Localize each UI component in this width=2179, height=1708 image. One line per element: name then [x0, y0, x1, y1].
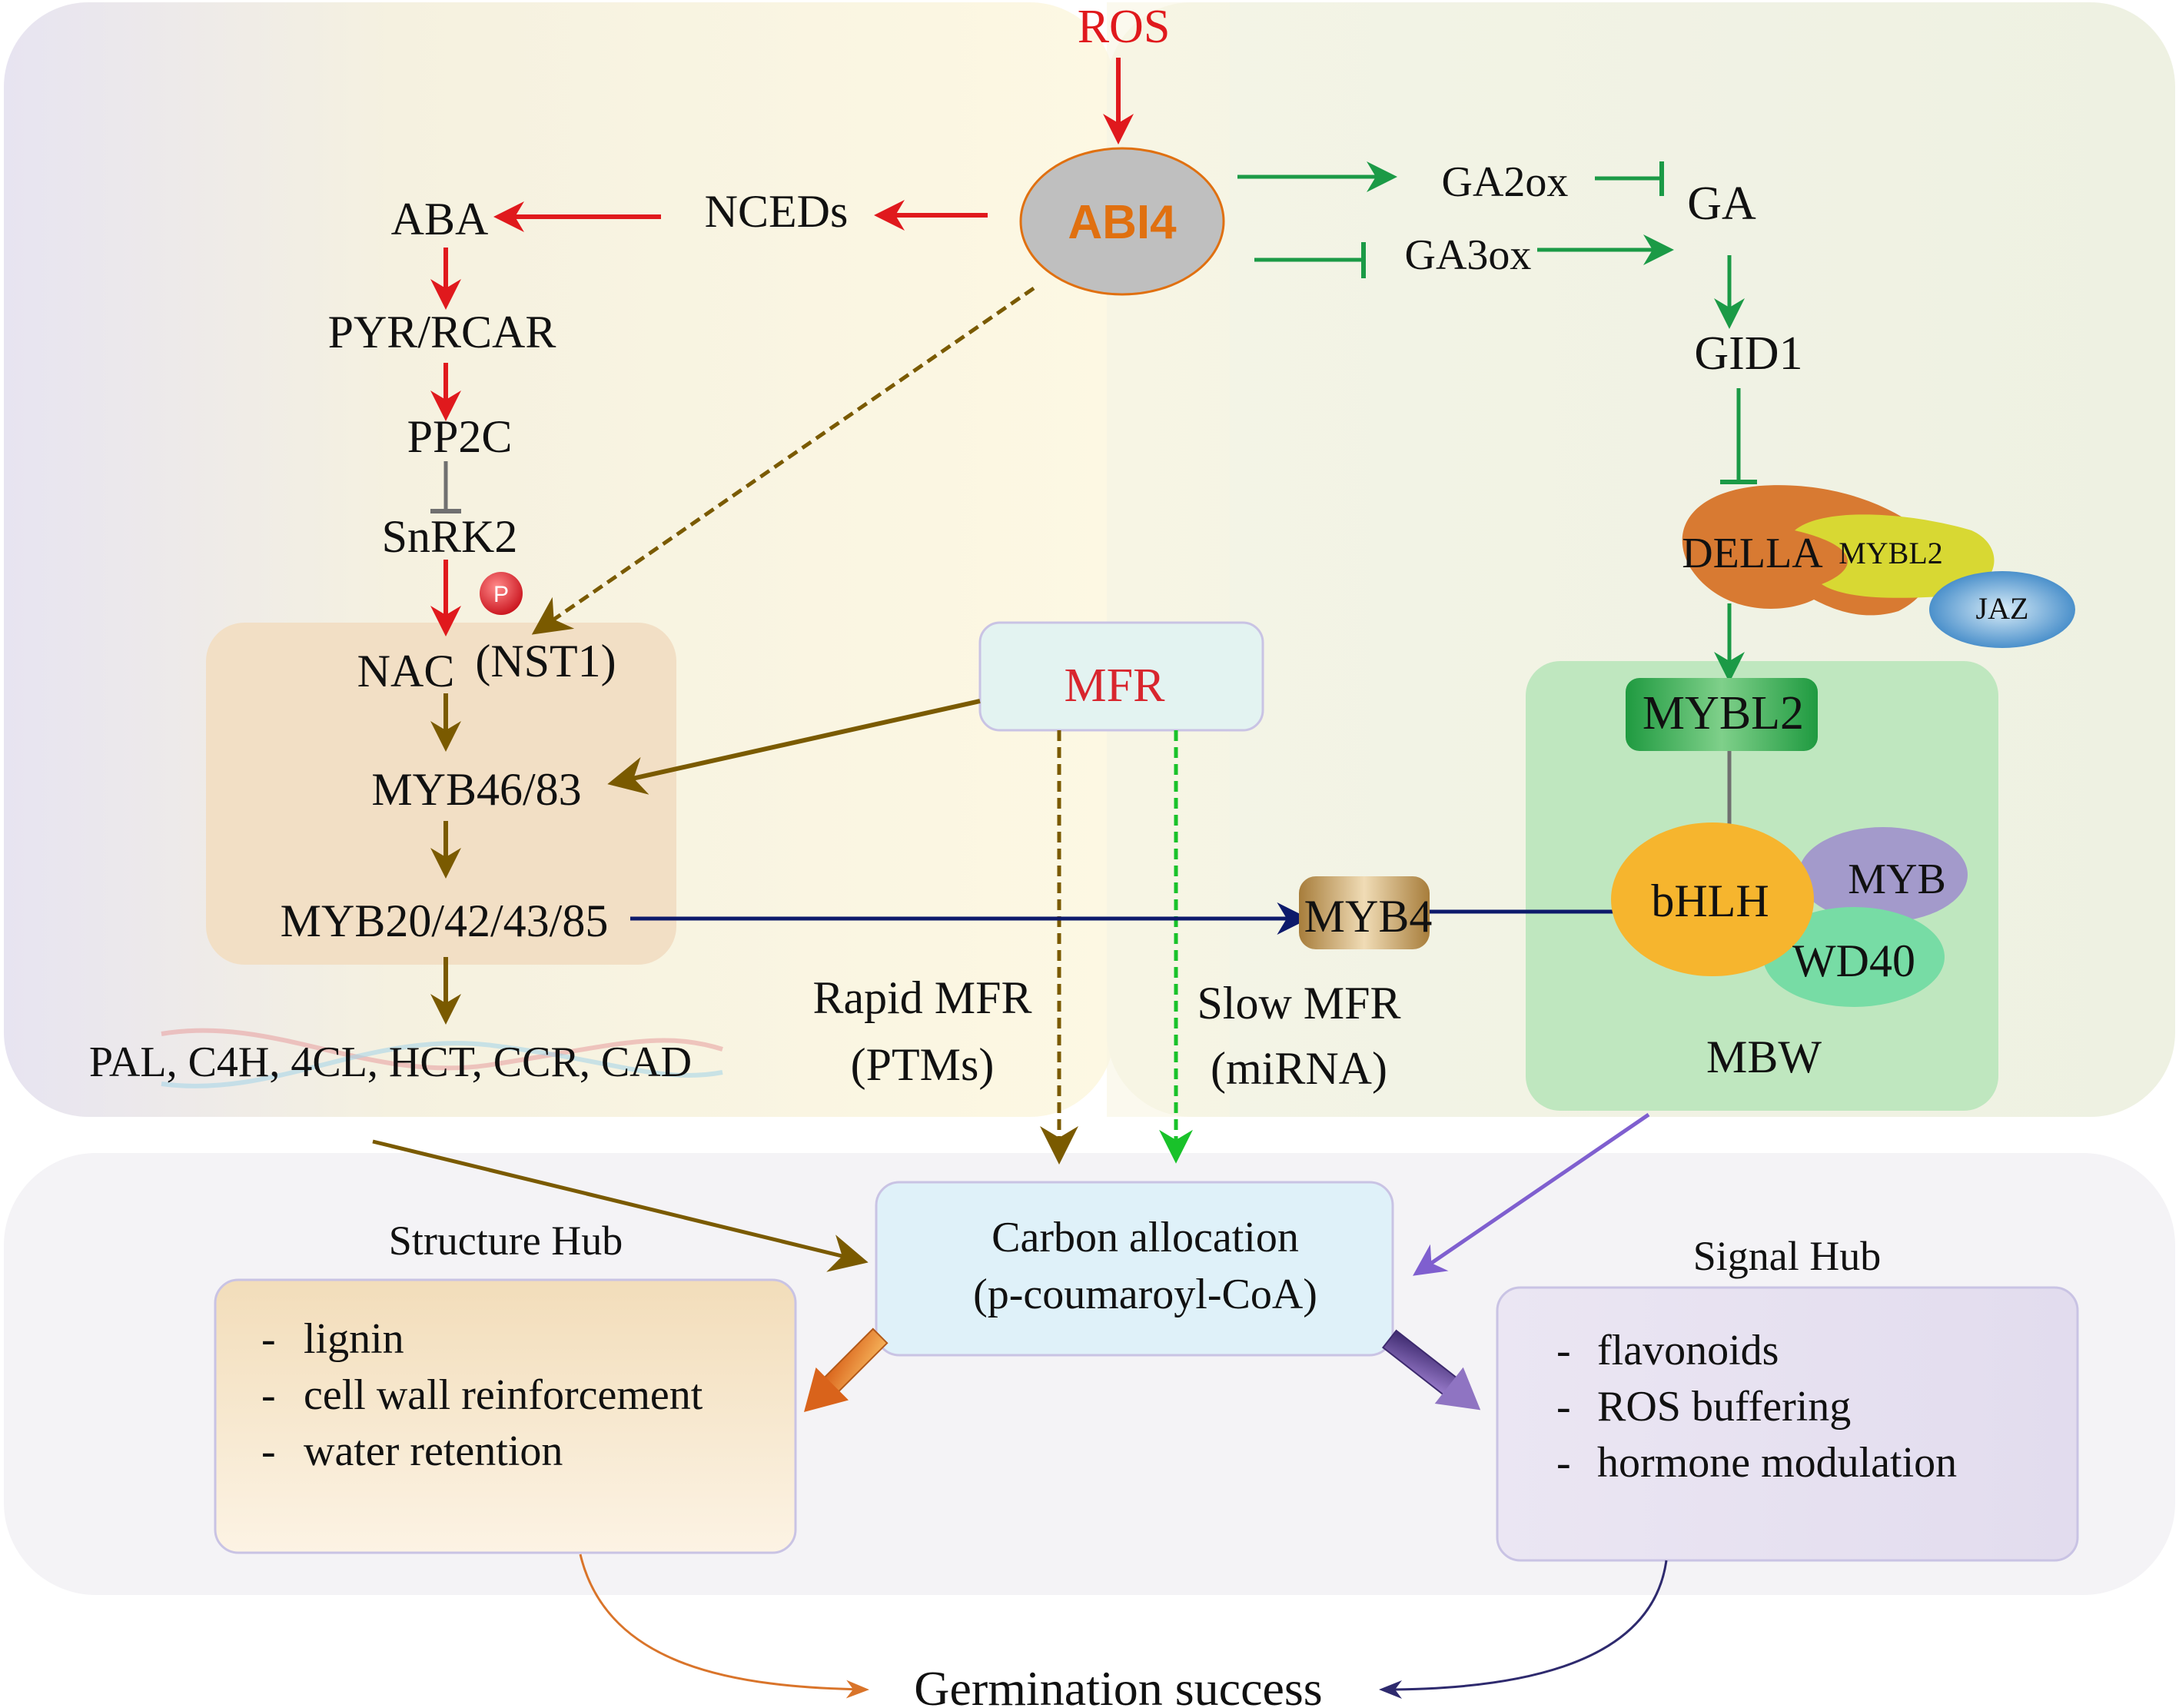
pyr-rcar-label: PYR/RCAR [328, 307, 556, 357]
carbon-to-signal-block-arrow [1381, 1329, 1481, 1411]
aba-label: ABA [391, 194, 489, 244]
mfr-to-myb46-arrow [607, 699, 981, 795]
nst1-label: (NST1) [475, 636, 616, 686]
nac-module-box [206, 623, 676, 965]
signal-item-1: flavonoids [1597, 1327, 1779, 1374]
carbon-line2: (p-coumaroyl-CoA) [973, 1271, 1317, 1318]
abi4-node[interactable] [1019, 147, 1225, 296]
ga3ox-label: GA3ox [1405, 231, 1532, 279]
signal-item-2: ROS buffering [1597, 1383, 1851, 1431]
signal-hub-box[interactable] [1496, 1286, 2079, 1562]
nac-label: NAC [357, 646, 455, 696]
myb-label: MYB [1848, 856, 1946, 903]
mybl2-small-label: MYBL2 [1839, 536, 1943, 570]
signal-item-3: hormone modulation [1597, 1439, 1957, 1487]
myb4-label: MYB4 [1304, 891, 1433, 942]
signal-bullet-2: - [1556, 1383, 1571, 1431]
signal-hub-title: Signal Hub [1693, 1233, 1882, 1279]
structure-to-germination-curve [579, 1553, 869, 1699]
germination-label: Germination success [914, 1661, 1322, 1708]
rapid-mfr-line2: (PTMs) [851, 1039, 995, 1090]
myb4-box[interactable] [1299, 876, 1430, 949]
abi4-label: ABI4 [1068, 196, 1177, 249]
structure-bullet-3: - [261, 1427, 276, 1475]
myb-shape[interactable] [1799, 827, 1968, 922]
mbw-label: MBW [1706, 1032, 1822, 1082]
structure-item-2: cell wall reinforcement [304, 1371, 703, 1419]
nceds-label: NCEDs [705, 186, 849, 237]
carbon-allocation-box[interactable] [875, 1181, 1394, 1357]
phospho-badge [480, 572, 523, 615]
signal-bullet-3: - [1556, 1439, 1571, 1487]
pp2c-label: PP2C [407, 411, 513, 462]
structure-item-1: lignin [304, 1315, 404, 1363]
ros-label: ROS [1078, 1, 1171, 53]
genes-to-carbon-arrow [372, 1139, 869, 1272]
signal-to-germination-curve [1379, 1560, 1668, 1699]
slow-mfr-line1: Slow MFR [1197, 978, 1400, 1028]
carbon-to-structure-block-arrow [804, 1328, 889, 1412]
genes-label: PAL, C4H, 4CL, HCT, CCR, CAD [89, 1038, 692, 1086]
structure-hub-title: Structure Hub [389, 1218, 623, 1264]
mfr-label: MFR [1065, 660, 1166, 712]
carbon-line1: Carbon allocation [992, 1214, 1299, 1261]
della-label: DELLA [1682, 530, 1823, 577]
slow-mfr-line2: (miRNA) [1211, 1043, 1387, 1094]
myb20-85-label: MYB20/42/43/85 [281, 896, 609, 946]
wd40-shape[interactable] [1763, 907, 1945, 1007]
mybl2-box[interactable] [1626, 678, 1818, 751]
phospho-label: P [493, 582, 509, 607]
rapid-mfr-line1: Rapid MFR [812, 972, 1031, 1023]
mybl2-label: MYBL2 [1643, 687, 1804, 739]
bhlh-label: bHLH [1651, 876, 1769, 926]
signal-bullet-1: - [1556, 1327, 1571, 1374]
ga-label: GA [1687, 178, 1756, 230]
structure-hub-box[interactable] [214, 1278, 797, 1554]
mfr-box[interactable] [978, 621, 1264, 732]
structure-bullet-1: - [261, 1315, 276, 1363]
dna-decoration-2 [161, 1041, 723, 1088]
gid1-label: GID1 [1694, 327, 1802, 380]
snrk2-label: SnRK2 [382, 511, 518, 562]
mbw-to-carbon-arrow [1413, 1112, 1650, 1276]
myb46-83-label: MYB46/83 [371, 764, 581, 815]
dna-decoration [161, 1028, 723, 1071]
jaz-label: JAZ [1976, 591, 2029, 626]
mybl2-small-shape[interactable] [1795, 514, 1995, 598]
structure-item-3: water retention [304, 1427, 563, 1475]
bhlh-shape[interactable] [1611, 822, 1814, 976]
jaz-shape[interactable] [1929, 571, 2075, 648]
wd40-label: WD40 [1792, 935, 1915, 986]
ga2ox-label: GA2ox [1442, 158, 1569, 206]
structure-bullet-2: - [261, 1371, 276, 1419]
